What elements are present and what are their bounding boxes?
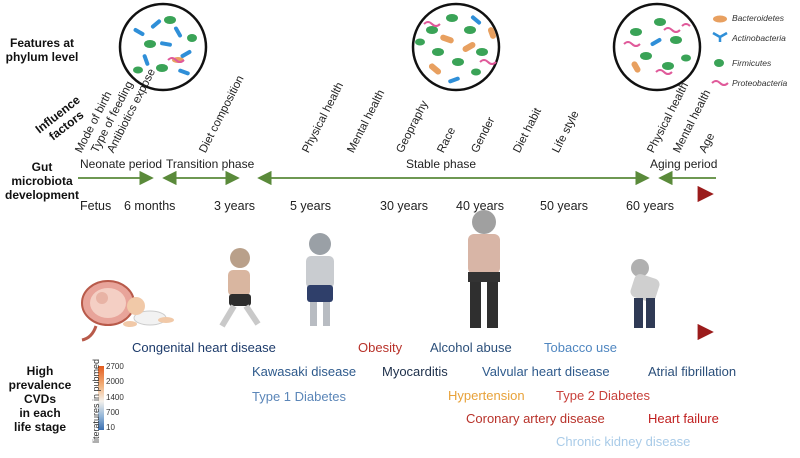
cvd-alcohol-abuse: Alcohol abuse [430,340,512,355]
firmicutes-icon [714,59,724,67]
fetus-figure [81,280,135,342]
legend-label-bacteroidetes: Bacteroidetes [732,13,784,23]
age-6-months: 6 months [124,199,176,213]
row-label-gut-line2: microbiota [11,174,73,188]
phylum-circle-neonate [118,2,208,92]
row-label-cvd-line5: life stage [13,420,67,434]
cvd-atrial-fibrillation: Atrial fibrillation [648,364,737,379]
row-label-cvd-line4: in each [19,406,61,420]
cvd-type-1-diabetes: Type 1 Diabetes [252,389,346,404]
bacteroidetes-icon [713,15,727,23]
age-40-years: 40 years [456,199,504,213]
legend-glyphs [711,15,729,86]
cvd-type-2-diabetes: Type 2 Diabetes [556,388,650,403]
baby-figure [123,297,174,327]
cvd-myocarditis: Myocarditis [382,364,448,379]
cvd-tobacco-use: Tobacco use [544,340,617,355]
age-timeline [80,185,714,341]
row-label-cvd-line3: CVDs [23,392,56,406]
cvd-kawasaki-disease: Kawasaki disease [252,364,357,379]
row-label-cvd-line2: prevalence [8,378,72,392]
legend-label-firmicutes: Firmicutes [732,58,772,68]
legend-label-actinobacteria: Actinobacteria [732,33,786,43]
literature-scale-bar [98,366,104,430]
cvd-obesity: Obesity [358,340,403,355]
phase-neonate: Neonate period [80,157,163,171]
adult-figure [468,210,500,328]
phase-transition: Transition phase [166,157,255,171]
row-label-cvd: High prevalence CVDs in each life stage [2,364,78,434]
cvd-heart-failure: Heart failure [648,411,719,426]
phylum-circle-stable [411,2,501,92]
scale-tick-700: 700 [106,408,120,417]
elderly-figure [630,259,660,328]
row-label-gut-line3: development [4,188,79,202]
age-60-years: 60 years [626,199,674,213]
row-label-phylum-line2: phylum level [5,50,79,64]
cvd-hypertension: Hypertension [448,388,525,403]
child-figure [306,233,334,326]
legend-label-proteobacteria: Proteobacteria [732,78,788,88]
phylum-circle-aging [612,2,702,92]
row-label-cvd-line1: High [26,364,54,378]
row-label-gut-line1: Gut [31,160,53,174]
scale-tick-2000: 2000 [106,377,124,386]
row-label-phylum-line1: Features at [9,36,75,50]
age-3-years: 3 years [214,199,255,213]
age-5-years: 5 years [290,199,331,213]
age-50-years: 50 years [540,199,588,213]
literature-scale-title: literatures in pubmed [91,358,101,444]
proteobacteria-icon [711,80,729,86]
cvd-coronary-artery-disease: Coronary artery disease [466,411,605,426]
actinobacteria-icon [712,31,728,42]
age-fetus: Fetus [80,199,112,213]
phase-aging: Aging period [650,157,718,171]
cvd-chronic-kidney-disease: Chronic kidney disease [556,434,691,449]
phase-stable: Stable phase [406,157,477,171]
row-label-phylum: Features at phylum level [4,36,80,64]
row-label-gut: Gut microbiota development [2,160,82,202]
scale-tick-1400: 1400 [106,393,124,402]
toddler-figure [219,248,261,328]
scale-tick-2700: 2700 [106,362,124,371]
cvd-valvular-heart-disease: Valvular heart disease [482,364,610,379]
scale-tick-10: 10 [106,423,115,432]
age-30-years: 30 years [380,199,428,213]
cvd-congenital-heart-disease: Congenital heart disease [132,340,276,355]
